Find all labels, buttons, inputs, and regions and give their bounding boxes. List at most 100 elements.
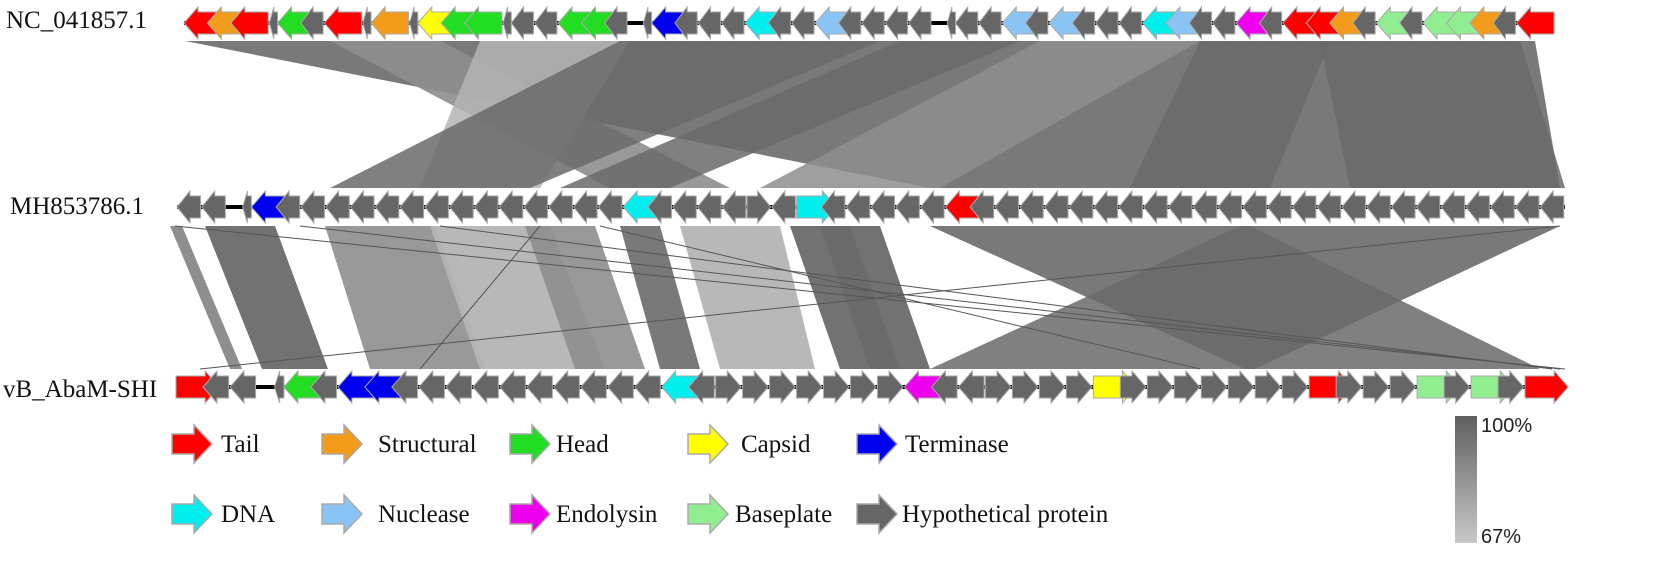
baseplate-arrow-icon xyxy=(687,493,730,535)
gene-arrow xyxy=(1266,189,1292,225)
gene-arrow xyxy=(1465,189,1490,225)
gene-arrow xyxy=(176,189,202,225)
gene-arrow xyxy=(1227,369,1255,405)
gene-arrow xyxy=(1065,369,1093,405)
gene-arrow xyxy=(229,369,257,405)
legend-item-nuclease: Nuclease xyxy=(321,493,470,535)
gene-arrow xyxy=(850,369,877,405)
homology-line xyxy=(199,225,1561,370)
gene-arrow xyxy=(523,189,549,225)
gene-arrow xyxy=(445,369,472,405)
gene-arrow xyxy=(1217,189,1243,225)
gene-arrow xyxy=(399,189,425,225)
gene-arrow xyxy=(895,189,920,225)
legend-item-structural: Structural xyxy=(321,423,477,465)
gene-arrow xyxy=(242,190,252,224)
gene-arrow xyxy=(791,5,815,41)
gene-arrow xyxy=(1489,189,1515,225)
gene-arrow xyxy=(1352,5,1376,41)
gene-arrow xyxy=(796,369,823,405)
gene-arrow xyxy=(273,370,285,404)
hypothetical-protein-arrow-icon xyxy=(856,493,899,535)
gene-arrow xyxy=(275,189,301,225)
gene-function-legend: Tail Structural Head Capsid Terminase DN… xyxy=(171,423,1109,535)
homology-band xyxy=(525,226,645,369)
gene-arrow xyxy=(553,369,580,405)
gene-arrow xyxy=(362,6,372,40)
gene-arrow xyxy=(526,369,553,405)
structural-arrow-icon xyxy=(321,423,364,465)
gene-arrow xyxy=(230,5,269,41)
genome-track-vb-abam-shi: vB_AbaM-SHI xyxy=(3,369,1569,405)
gene-arrow xyxy=(1146,369,1174,405)
gene-arrow xyxy=(580,369,607,405)
gene-arrow xyxy=(876,369,904,405)
legend-item-dna: DNA xyxy=(171,493,275,535)
gene-arrow xyxy=(1118,5,1142,41)
gene-arrow xyxy=(1167,189,1193,225)
gene-arrow xyxy=(984,369,1012,405)
legend-label: Head xyxy=(556,431,609,458)
gene-arrow xyxy=(502,6,512,40)
gene-arrow xyxy=(300,189,325,225)
gene-arrow xyxy=(1316,189,1342,225)
gene-arrow xyxy=(607,369,634,405)
legend-item-hypothetical-protein: Hypothetical protein xyxy=(856,493,1109,535)
gene-arrow xyxy=(1399,5,1423,41)
genome-track-nc-041857: NC_041857.1 xyxy=(6,5,1555,41)
gene-arrow xyxy=(463,5,503,41)
gene-arrow xyxy=(1389,369,1417,405)
gene-arrow xyxy=(1524,369,1569,405)
gene-arrow xyxy=(1254,369,1282,405)
gene-arrow xyxy=(1341,189,1366,225)
gene-arrow xyxy=(1539,189,1565,225)
gene-arrow xyxy=(349,189,375,225)
homology-band xyxy=(680,226,815,369)
gene-arrow xyxy=(1515,5,1555,41)
gene-arrow xyxy=(634,369,661,405)
homology-bands-top-middle xyxy=(185,41,1565,188)
homology-line xyxy=(299,225,1561,370)
gene-arrows xyxy=(175,369,1569,405)
gene-arrow xyxy=(1011,369,1039,405)
terminase-arrow-icon xyxy=(856,423,899,465)
legend-label: Endolysin xyxy=(556,501,658,528)
legend-item-baseplate: Baseplate xyxy=(687,493,832,535)
gene-arrow xyxy=(374,189,400,225)
endolysin-arrow-icon xyxy=(509,493,552,535)
legend-label: Tail xyxy=(221,431,260,458)
gene-arrow xyxy=(418,369,445,405)
legend-item-endolysin: Endolysin xyxy=(509,493,658,535)
gene-arrow xyxy=(1200,369,1228,405)
gene-arrow xyxy=(473,189,499,225)
homology-band xyxy=(560,41,1020,188)
gene-arrow xyxy=(930,369,958,405)
gene-arrow xyxy=(674,5,698,41)
identity-gradient xyxy=(1455,416,1477,543)
gene-arrows xyxy=(176,189,1565,225)
homology-line xyxy=(439,225,1553,370)
gene-arrow xyxy=(323,5,363,41)
gene-arrow xyxy=(1212,5,1236,41)
gene-arrow xyxy=(1362,369,1390,405)
gene-arrow xyxy=(697,5,722,41)
gene-arrow xyxy=(1242,189,1267,225)
gene-arrow xyxy=(1335,369,1363,405)
legend-item-terminase: Terminase xyxy=(856,423,1009,465)
gene-arrow xyxy=(1415,189,1441,225)
homology-band xyxy=(620,226,700,369)
legend-item-head: Head xyxy=(509,423,609,465)
homology-line xyxy=(174,225,1566,370)
gene-arrow xyxy=(300,5,324,41)
gene-arrow xyxy=(1025,5,1049,41)
head-arrow-icon xyxy=(509,423,552,465)
genome-label-vb-abam-shi: vB_AbaM-SHI xyxy=(3,376,157,403)
legend-label: Terminase xyxy=(905,431,1009,458)
gene-arrow xyxy=(823,369,850,405)
gene-arrow xyxy=(771,189,796,225)
gene-arrow xyxy=(978,5,1002,41)
homology-band xyxy=(820,226,930,369)
gene-arrow xyxy=(325,189,350,225)
gene-arrow xyxy=(1068,189,1094,225)
